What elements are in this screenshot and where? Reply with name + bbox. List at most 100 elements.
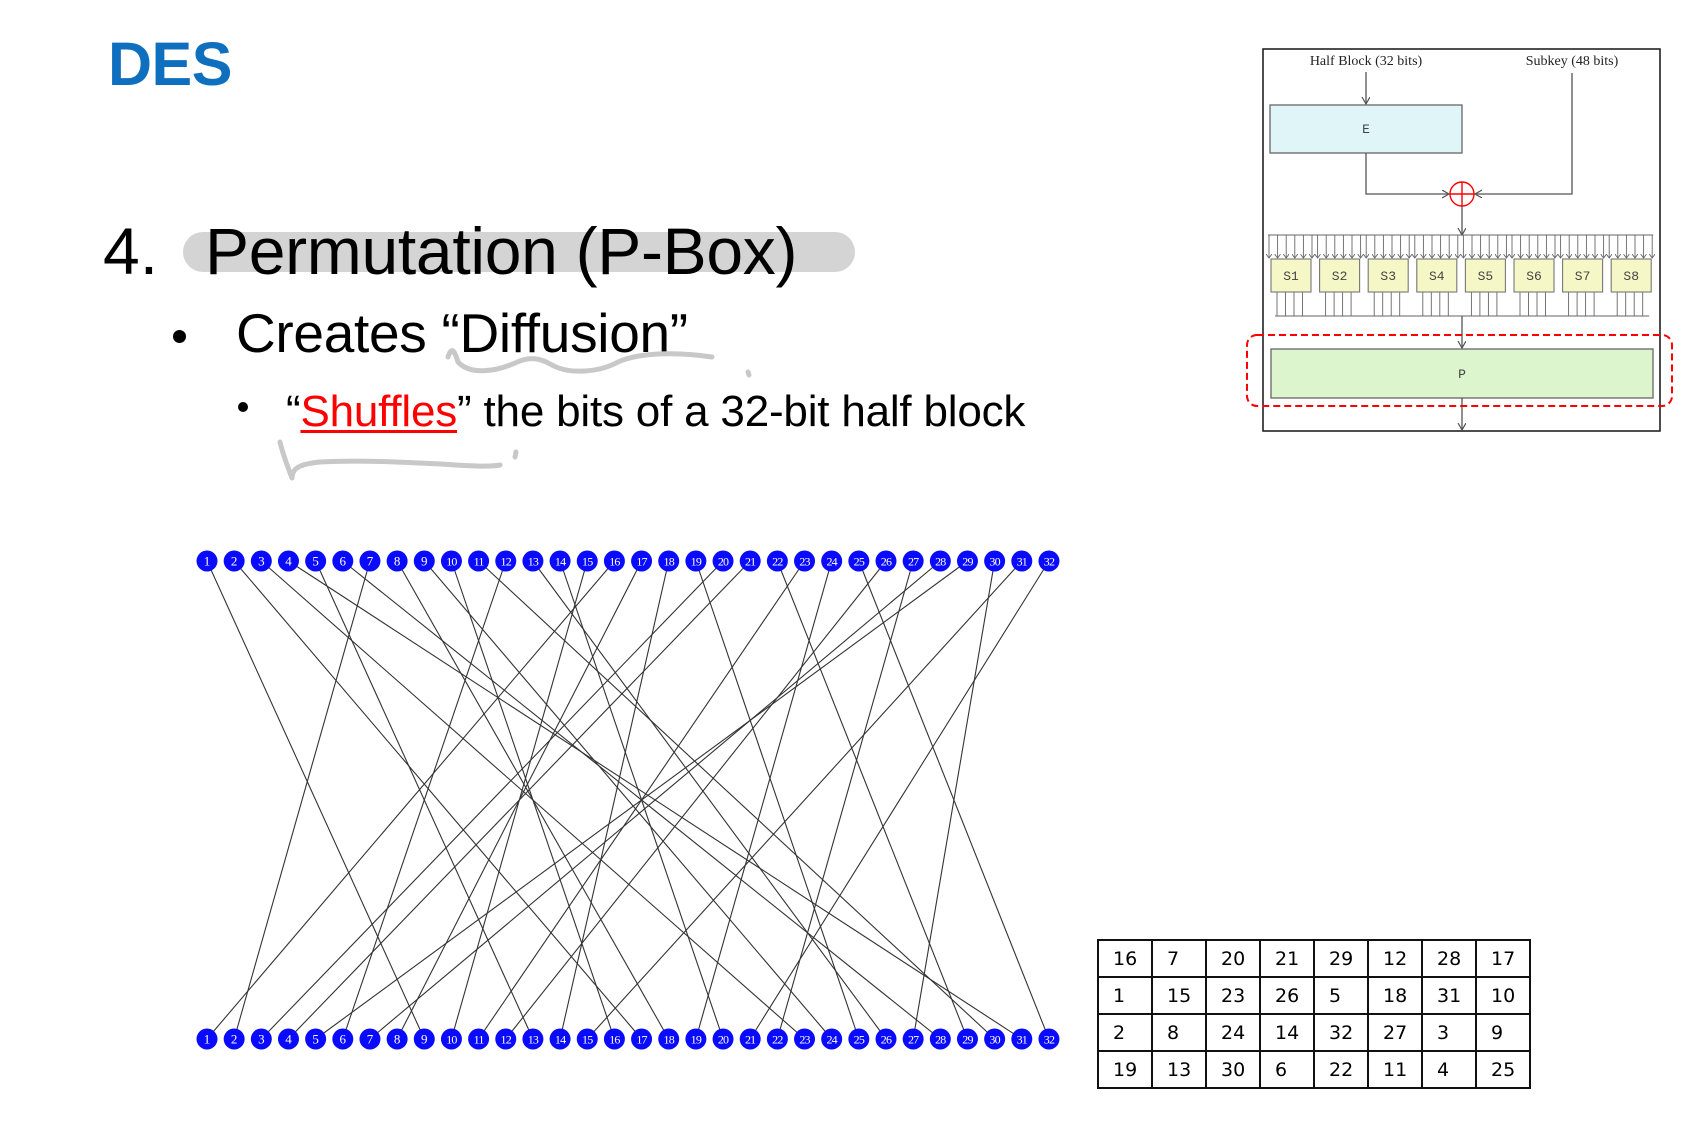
svg-text:4: 4	[285, 1032, 292, 1047]
bit-node: 26	[875, 1028, 897, 1050]
bit-node: 15	[576, 1028, 598, 1050]
sbox-2	[1319, 258, 1361, 293]
bit-node: 22	[766, 550, 788, 572]
squiggle-underline-diffusion	[445, 348, 715, 374]
wire	[586, 560, 1023, 1040]
sbox-label: S6	[1526, 269, 1542, 284]
svg-text:21: 21	[745, 1033, 756, 1047]
svg-text:25: 25	[854, 1033, 865, 1047]
wire	[858, 560, 1050, 1040]
svg-text:30: 30	[989, 1033, 1000, 1047]
table-cell: 5	[1313, 976, 1369, 1015]
emphasis-shuffles: Shuffles	[300, 387, 458, 436]
wire	[233, 560, 371, 1040]
bit-node: 1	[196, 550, 218, 572]
bit-node: 4	[277, 550, 299, 572]
wire	[695, 560, 833, 1040]
svg-text:15: 15	[582, 555, 593, 569]
wire	[288, 560, 1023, 1040]
svg-text:12: 12	[501, 1033, 512, 1047]
svg-text:21: 21	[745, 555, 756, 569]
bit-node: 4	[277, 1028, 299, 1050]
bit-node: 10	[440, 1028, 462, 1050]
svg-text:14: 14	[555, 1033, 566, 1047]
bit-node: 8	[386, 1028, 408, 1050]
svg-text:31: 31	[1017, 1033, 1028, 1047]
table-cell: 32	[1313, 1013, 1369, 1052]
bit-node: 19	[685, 550, 707, 572]
bit-node: 32	[1038, 1028, 1060, 1050]
bullet-rest-text: ” the bits of a 32-bit half block	[457, 387, 1026, 436]
wire	[423, 560, 833, 1040]
svg-text:12: 12	[501, 555, 512, 569]
svg-text:32: 32	[1044, 1033, 1055, 1047]
svg-text:9: 9	[421, 554, 428, 569]
open-quote: “	[286, 387, 301, 436]
table-cell: 18	[1367, 976, 1423, 1015]
dot-mark	[745, 369, 752, 378]
bit-node: 11	[468, 550, 490, 572]
bit-node: 30	[984, 1028, 1006, 1050]
table-cell: 10	[1475, 976, 1531, 1015]
svg-text:19: 19	[691, 1033, 702, 1047]
bit-node: 18	[658, 550, 680, 572]
slide-title: DES	[108, 30, 232, 98]
wire	[315, 560, 534, 1040]
svg-text:11: 11	[474, 1033, 485, 1047]
table-cell: 3	[1421, 1013, 1477, 1052]
svg-text:3: 3	[258, 1032, 265, 1047]
sbox-label: S4	[1429, 269, 1445, 284]
svg-text:28: 28	[935, 1033, 946, 1047]
svg-text:24: 24	[826, 1033, 837, 1047]
svg-text:20: 20	[718, 1033, 729, 1047]
table-cell: 21	[1259, 939, 1315, 978]
bit-node: 26	[875, 550, 897, 572]
svg-text:2: 2	[231, 1032, 238, 1047]
bit-node: 29	[956, 550, 978, 572]
sbox-8	[1610, 258, 1652, 293]
sbox-5	[1464, 258, 1506, 293]
bit-node: 23	[794, 1028, 816, 1050]
svg-text:3: 3	[258, 554, 265, 569]
table-cell: 15	[1151, 976, 1207, 1015]
svg-text:5: 5	[312, 1032, 319, 1047]
bit-node: 2	[223, 550, 245, 572]
bit-node: 8	[386, 550, 408, 572]
svg-text:23: 23	[799, 555, 810, 569]
svg-text:16: 16	[609, 555, 620, 569]
bit-node: 17	[631, 550, 653, 572]
bit-node: 12	[495, 550, 517, 572]
wire	[478, 560, 996, 1040]
svg-text:23: 23	[799, 1033, 810, 1047]
svg-text:5: 5	[312, 554, 319, 569]
bit-node: 24	[821, 1028, 843, 1050]
svg-text:19: 19	[691, 555, 702, 569]
svg-text:11: 11	[474, 555, 485, 569]
wire	[559, 560, 670, 1040]
bit-node: 14	[549, 1028, 571, 1050]
bit-node: 29	[956, 1028, 978, 1050]
svg-text:18: 18	[664, 1033, 675, 1047]
bit-node: 21	[739, 550, 761, 572]
wire	[695, 560, 860, 1040]
table-cell: 12	[1367, 939, 1423, 978]
bit-node: 31	[1011, 1028, 1033, 1050]
svg-text:28: 28	[935, 555, 946, 569]
svg-text:29: 29	[962, 1033, 973, 1047]
table-cell: 16	[1097, 939, 1153, 978]
bullet-icon	[238, 402, 248, 412]
svg-text:2: 2	[231, 554, 238, 569]
bit-node: 25	[848, 550, 870, 572]
wire	[749, 560, 1050, 1040]
table-cell: 6	[1259, 1050, 1315, 1089]
table-cell: 17	[1475, 939, 1531, 978]
bit-node: 30	[984, 550, 1006, 572]
sbox-6	[1513, 258, 1555, 293]
svg-text:26: 26	[881, 555, 892, 569]
svg-text:31: 31	[1017, 555, 1028, 569]
table-cell: 8	[1151, 1013, 1207, 1052]
table-cell: 13	[1151, 1050, 1207, 1089]
